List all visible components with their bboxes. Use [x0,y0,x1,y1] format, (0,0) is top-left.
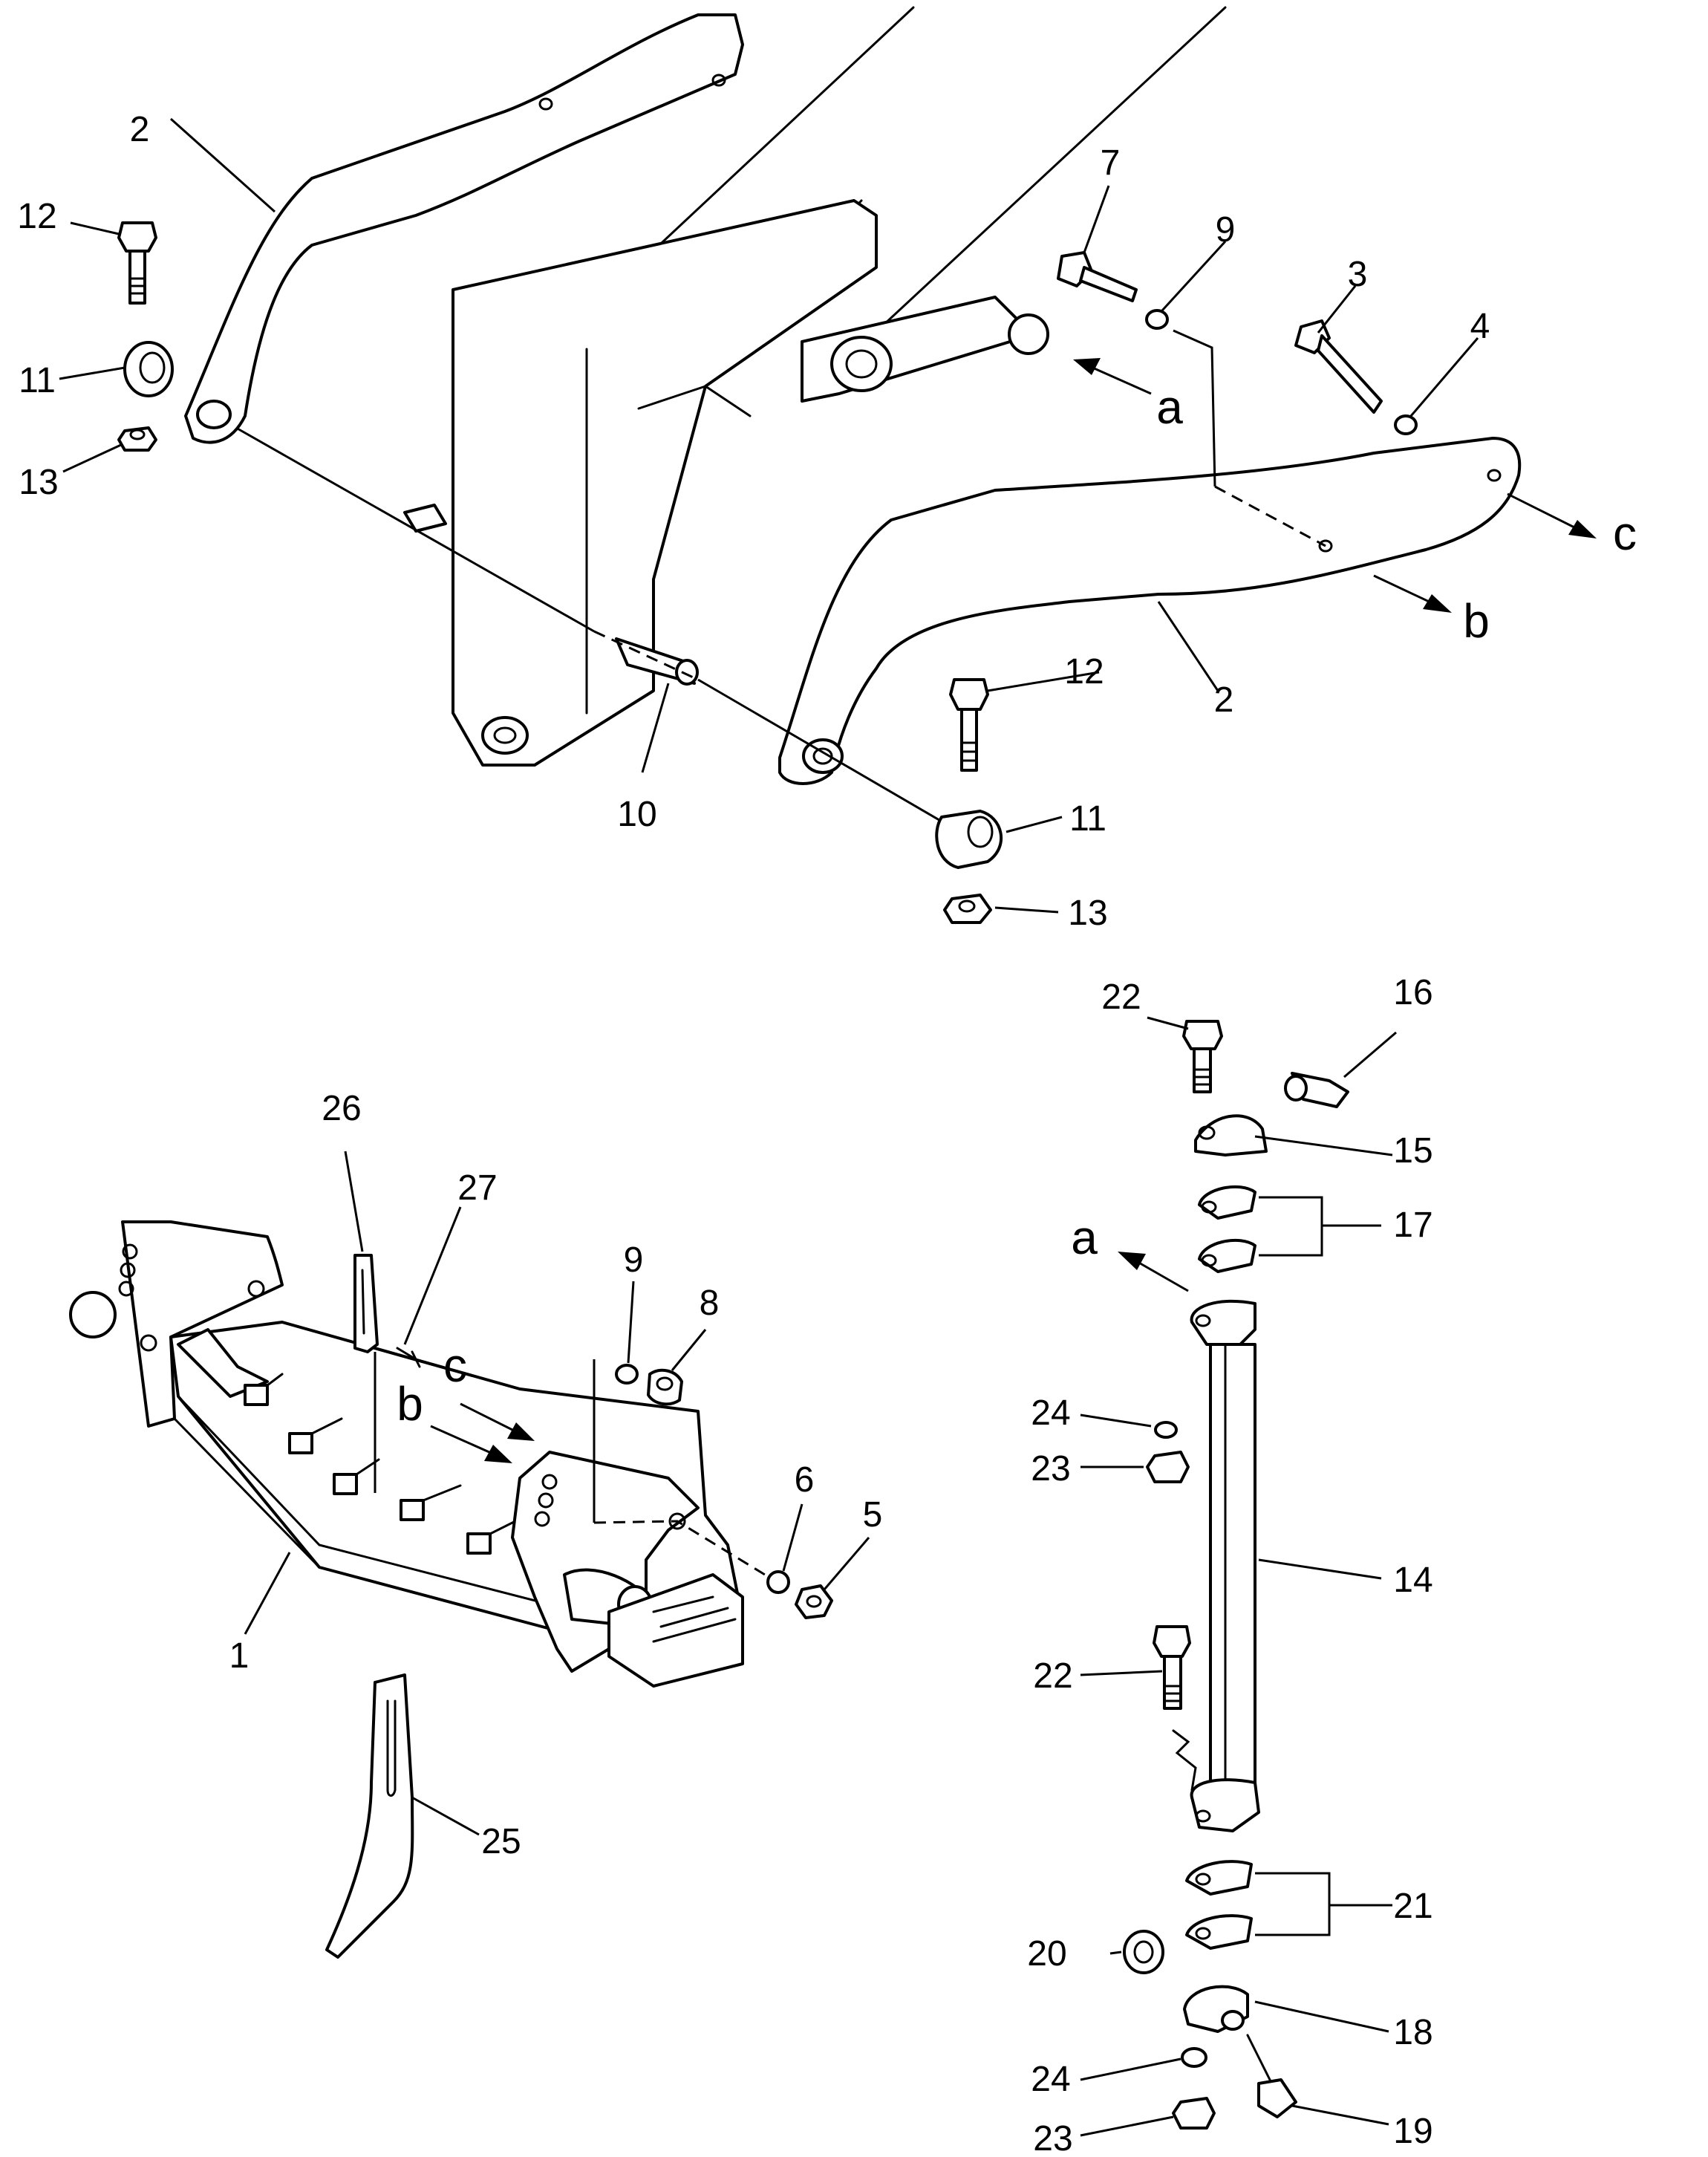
callout-13-right: 13 [1068,894,1107,933]
marker-c-bottom: c [443,1338,467,1392]
callout-15: 15 [1393,1131,1432,1171]
nut-8 [647,1368,683,1406]
callout-8: 8 [700,1284,720,1323]
callout-9-bottom: 9 [624,1240,644,1280]
bolt-12-left [117,221,157,305]
shim-17 [1198,1185,1256,1273]
collar-11-left [123,341,174,397]
bolt-3 [1294,319,1383,414]
clip-27 [396,1347,421,1368]
cap-15 [1194,1114,1268,1156]
callout-18: 18 [1393,2013,1432,2052]
callout-20: 20 [1027,1934,1066,1974]
callout-7: 7 [1101,143,1121,183]
callout-12-left: 12 [17,197,56,236]
callout-25: 25 [481,1822,521,1861]
callout-12-right: 12 [1064,652,1104,692]
callout-11-right: 11 [1069,799,1106,839]
shim-21 [1185,1860,1253,1950]
bolt-22-bottom [1153,1625,1191,1710]
bolt-12-right [949,678,989,772]
callout-24-bottom: 24 [1031,2060,1070,2099]
callout-21: 21 [1393,1887,1432,1926]
cylinder-14 [1172,1299,1260,1832]
callout-labels: 2 12 11 13 7 9 3 4 2 12 11 13 10 22 16 1… [17,110,1490,2157]
callout-9-top: 9 [1216,210,1236,250]
grease-fitting-16 [1284,1072,1349,1108]
callout-17: 17 [1393,1206,1432,1245]
nut-23-top [1146,1451,1190,1483]
arm-right [778,437,1522,785]
callout-14: 14 [1393,1561,1432,1600]
callout-22-bottom: 22 [1033,1656,1072,1696]
washer-4 [1394,414,1418,435]
callout-26: 26 [322,1089,361,1128]
marker-b-top: b [1463,594,1490,648]
frame-1 [69,1220,744,1688]
pin-26 [353,1254,379,1353]
marker-a-top: a [1156,380,1183,434]
callout-1: 1 [229,1636,250,1676]
washer-9-bottom [615,1364,639,1385]
callout-3: 3 [1348,255,1368,294]
marker-b-bottom: b [397,1377,423,1431]
bolt-22-top [1182,1020,1223,1093]
leader-lines [59,117,1479,2137]
callout-13-left: 13 [19,463,58,502]
marker-c-top: c [1613,507,1637,560]
callout-2-left: 2 [130,110,150,149]
callout-22-top: 22 [1101,977,1141,1017]
nut-13-left [117,426,157,452]
nut-13-right [943,894,992,924]
washer-24-bottom [1181,2047,1207,2068]
callout-11-left: 11 [19,361,56,400]
nut-23-bottom [1172,2097,1216,2130]
callout-23-top: 23 [1031,1449,1070,1489]
washer-6 [766,1570,790,1594]
nut-5 [795,1584,833,1619]
callout-23-bottom: 23 [1033,2119,1072,2157]
cap-18 [1183,1985,1249,2033]
callout-27: 27 [457,1168,497,1208]
callout-4: 4 [1470,307,1490,346]
arm-left [184,13,744,444]
callout-10: 10 [617,795,656,834]
collar-11-right [935,810,1003,869]
callout-2-right: 2 [1214,680,1234,720]
view-markers: a c b a c b [397,380,1637,1431]
shank-25 [325,1673,414,1959]
callout-19: 19 [1393,2112,1432,2151]
callout-16: 16 [1393,973,1432,1012]
seal-20 [1123,1930,1164,1974]
callout-24-top: 24 [1031,1393,1070,1433]
callout-5: 5 [863,1495,883,1535]
frame-boom [452,6,1227,767]
grease-fitting-19 [1246,2034,1297,2118]
callout-6: 6 [795,1460,815,1500]
washer-24-top [1154,1421,1178,1439]
bolt-7 [1057,251,1138,302]
washer-9-top [1145,309,1169,330]
marker-a-bottom: a [1071,1211,1098,1264]
